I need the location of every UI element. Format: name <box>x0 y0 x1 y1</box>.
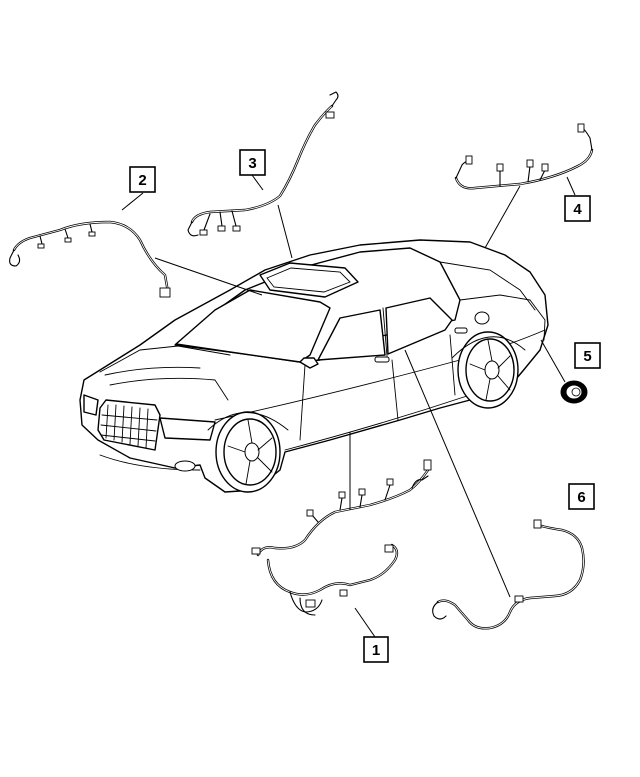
grille-pattern <box>100 404 158 449</box>
callout-6-label: 6 <box>577 489 585 506</box>
harness-1 <box>251 459 432 616</box>
harness-6 <box>432 519 585 630</box>
callout-4: 4 <box>564 195 591 222</box>
callout-2: 2 <box>129 166 156 193</box>
callout-5: 5 <box>574 342 601 369</box>
callout-6: 6 <box>568 483 595 510</box>
callout-3-label: 3 <box>248 155 256 172</box>
front-wheel <box>215 411 281 493</box>
callout-2-label: 2 <box>138 172 146 189</box>
vehicle-illustration <box>79 239 549 493</box>
harness-3 <box>187 91 339 237</box>
callout-5-label: 5 <box>583 348 591 365</box>
callout-1: 1 <box>363 636 389 663</box>
leader-lines <box>121 174 576 638</box>
callout-4-label: 4 <box>573 201 582 218</box>
callout-1-label: 1 <box>372 642 380 659</box>
harness-4 <box>454 123 594 190</box>
plug-5 <box>560 380 588 404</box>
harness-2 <box>9 220 171 298</box>
rear-wheel <box>457 331 519 409</box>
callout-3: 3 <box>239 149 266 176</box>
